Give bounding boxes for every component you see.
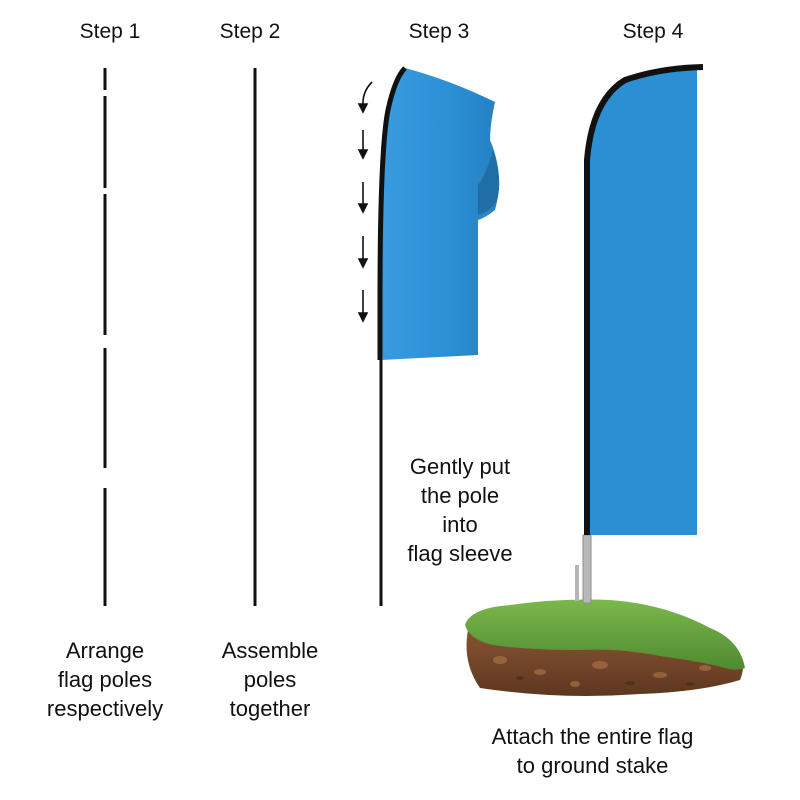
step-3-arrows bbox=[357, 81, 373, 323]
step-4-title: Step 4 bbox=[622, 20, 684, 43]
step-4-ground-stake-base bbox=[465, 599, 745, 696]
step-4-ground-stake bbox=[575, 534, 592, 604]
step-2-caption: Assemble poles together bbox=[221, 638, 319, 721]
step-3-title: Step 3 bbox=[408, 20, 470, 43]
step-2-title: Step 2 bbox=[219, 20, 281, 43]
step-4-caption: Attach the entire flag to ground stake bbox=[491, 724, 694, 778]
step-3-caption: Gently put the pole into flag sleeve bbox=[407, 454, 513, 566]
step-3-flag-sleeve bbox=[377, 66, 500, 606]
step-4-feather-flag bbox=[584, 64, 704, 535]
step-1-title: Step 1 bbox=[79, 20, 141, 43]
step-1-caption: Arrange flag poles respectively bbox=[46, 638, 164, 721]
